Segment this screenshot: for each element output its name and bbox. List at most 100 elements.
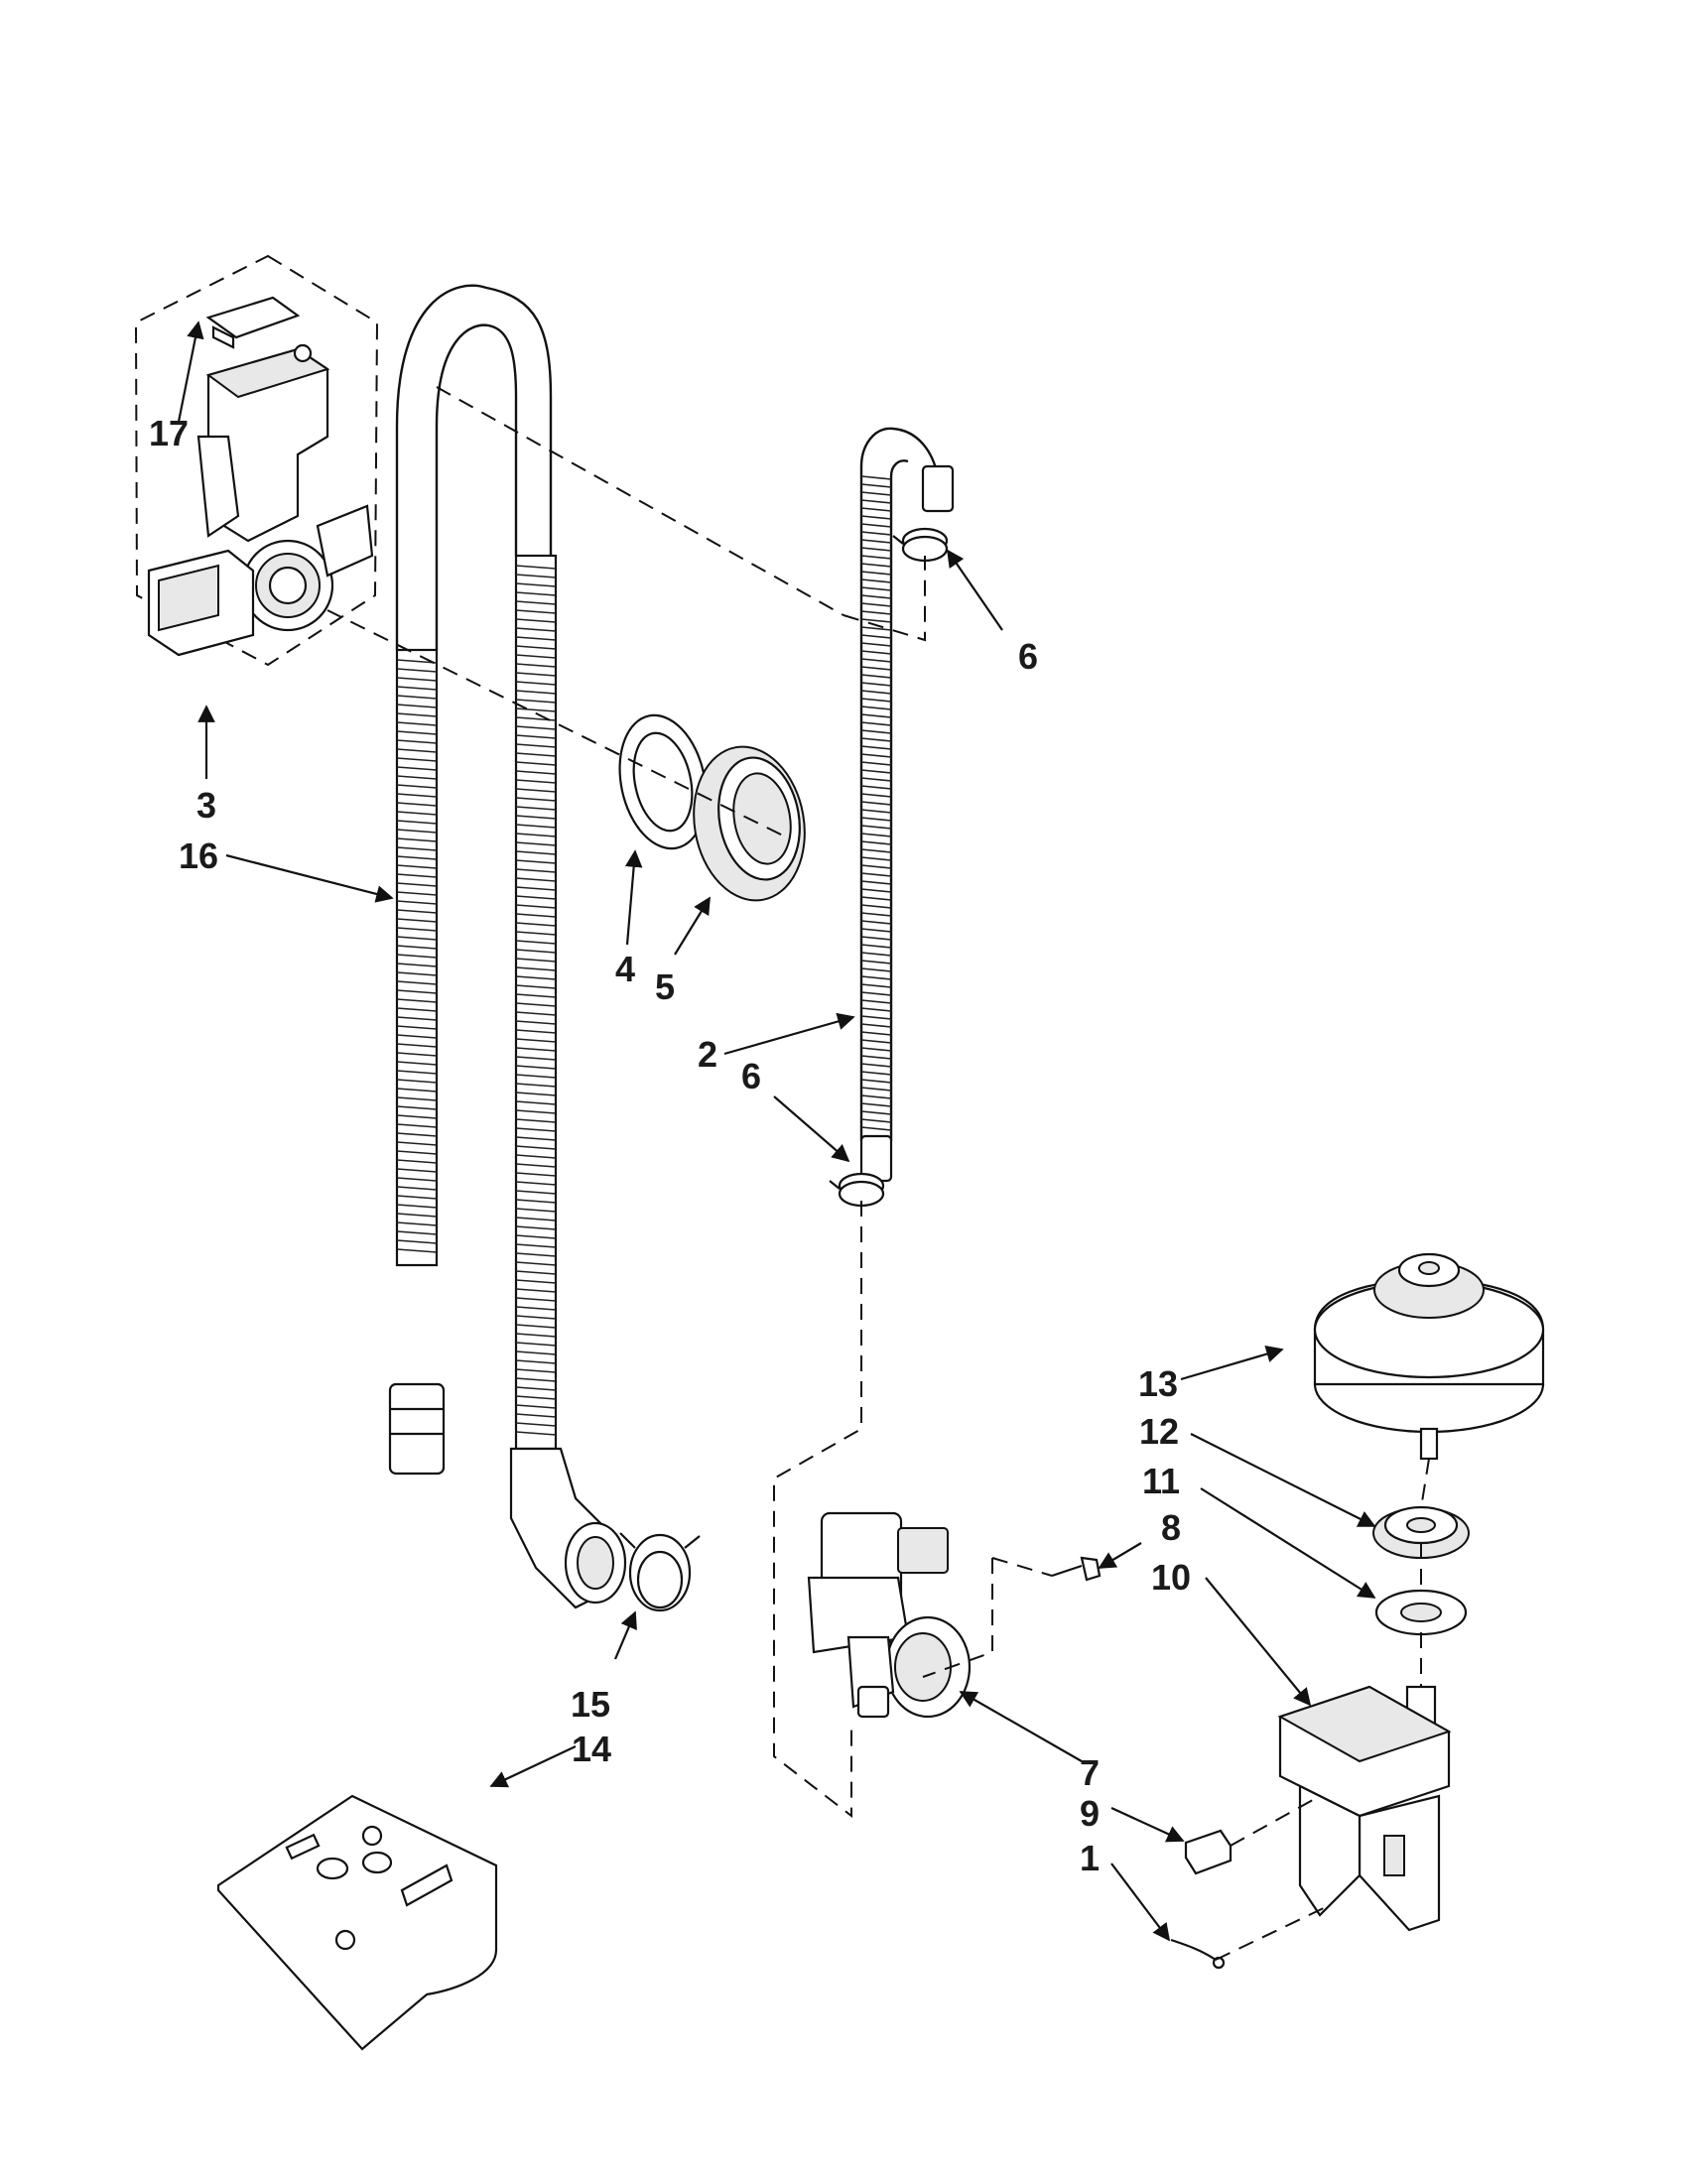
hose-rib [515, 877, 557, 882]
hose-rib [515, 1333, 557, 1338]
hose-rib [860, 1063, 892, 1068]
hose-rib [396, 873, 438, 878]
hose-rib [396, 837, 438, 842]
hose-rib [396, 686, 438, 691]
hose-rib [396, 1239, 438, 1244]
hose-rib [396, 1025, 438, 1030]
hose-rib [860, 975, 892, 980]
hose-rib [515, 699, 557, 704]
hose-rib [860, 594, 892, 599]
callout-6-upper: 6 [1017, 636, 1039, 677]
hose-rib [860, 1087, 892, 1092]
hose-rib [396, 891, 438, 896]
hose-rib [515, 966, 557, 971]
nut-part-12 [1372, 1505, 1470, 1559]
hose-rib [515, 1181, 557, 1186]
hose-rib [396, 1221, 438, 1226]
hose-rib [860, 586, 892, 591]
hose-rib [396, 971, 438, 976]
hose-rib [860, 690, 892, 695]
hose-rib [515, 654, 557, 659]
callout-17: 17 [148, 413, 190, 453]
hose-rib [515, 949, 557, 954]
hose-rib [396, 1043, 438, 1048]
hose-rib [515, 1279, 557, 1284]
hose-rib [515, 1368, 557, 1373]
hose-rib [515, 984, 557, 989]
hose-rib [396, 846, 438, 851]
hose-rib [515, 859, 557, 864]
hose-rib [396, 1070, 438, 1075]
hose-rib [515, 1118, 557, 1123]
hose-rib [515, 1074, 557, 1079]
hose-rib [396, 757, 438, 762]
hose-rib [860, 856, 892, 861]
hose-rib [515, 1100, 557, 1105]
hose-rib [396, 829, 438, 834]
hose-rib [515, 993, 557, 998]
hose-rib [515, 725, 557, 730]
callout-5: 5 [654, 966, 676, 1007]
hose-rib [515, 1413, 557, 1418]
hose-rib [860, 531, 892, 536]
callout-9: 9 [1079, 1793, 1101, 1834]
drain-hose-part-16 [388, 284, 627, 1609]
float-part-13 [1313, 1252, 1545, 1461]
hose-rib [515, 1243, 557, 1248]
hose-rib [515, 824, 557, 829]
hose-rib [396, 1105, 438, 1110]
hose-rib [515, 850, 557, 855]
switch-part-9 [1184, 1829, 1233, 1875]
hose-rib [515, 591, 557, 596]
hose-rib [396, 775, 438, 780]
hose-rib [396, 704, 438, 708]
hose-rib [860, 491, 892, 496]
hose-rib [396, 1132, 438, 1137]
hose-rib [515, 1127, 557, 1132]
callout-16: 16 [178, 835, 219, 876]
hose-rib [860, 761, 892, 766]
hose-rib [515, 797, 557, 802]
hose-rib [515, 841, 557, 846]
hose-rib [860, 674, 892, 679]
hose-rib [860, 1110, 892, 1115]
hose-rib [515, 1234, 557, 1239]
hose-rib [515, 1154, 557, 1159]
hose-rib [515, 1190, 557, 1195]
hose-rib [860, 1071, 892, 1076]
hose-rib [860, 547, 892, 552]
hose-rib [515, 1386, 557, 1391]
hose-rib [396, 811, 438, 816]
screw-part-8 [1051, 1556, 1102, 1582]
callout-12: 12 [1138, 1411, 1180, 1452]
hose-rib [396, 1079, 438, 1084]
hose-rib [396, 659, 438, 664]
vent-assembly-part-3 [134, 254, 379, 667]
hose-rib [396, 1230, 438, 1235]
hose-rib [860, 1118, 892, 1123]
hose-rib [515, 752, 557, 757]
hose-rib [860, 753, 892, 758]
hose-rib [515, 1199, 557, 1204]
hose-rib [515, 975, 557, 980]
hose-rib [515, 1038, 557, 1043]
hose-rib [515, 636, 557, 641]
hose-rib [396, 820, 438, 825]
callout-7: 7 [1079, 1752, 1101, 1793]
hose-rib [860, 507, 892, 512]
hose-rib [515, 609, 557, 614]
hose-rib [396, 909, 438, 914]
hose-rib [515, 1342, 557, 1347]
clamp-part-6-upper [892, 527, 949, 563]
hose-rib [860, 833, 892, 837]
hose-rib [396, 712, 438, 717]
hose-rib [396, 1159, 438, 1164]
hose-rib [860, 999, 892, 1004]
hose-rib [860, 928, 892, 933]
hose-rib [515, 806, 557, 811]
washer-part-11 [1374, 1589, 1468, 1636]
hose-rib [396, 936, 438, 941]
float-switch-bracket-part-10 [1277, 1685, 1452, 1932]
hose-rib [860, 634, 892, 639]
hose-rib [860, 896, 892, 901]
